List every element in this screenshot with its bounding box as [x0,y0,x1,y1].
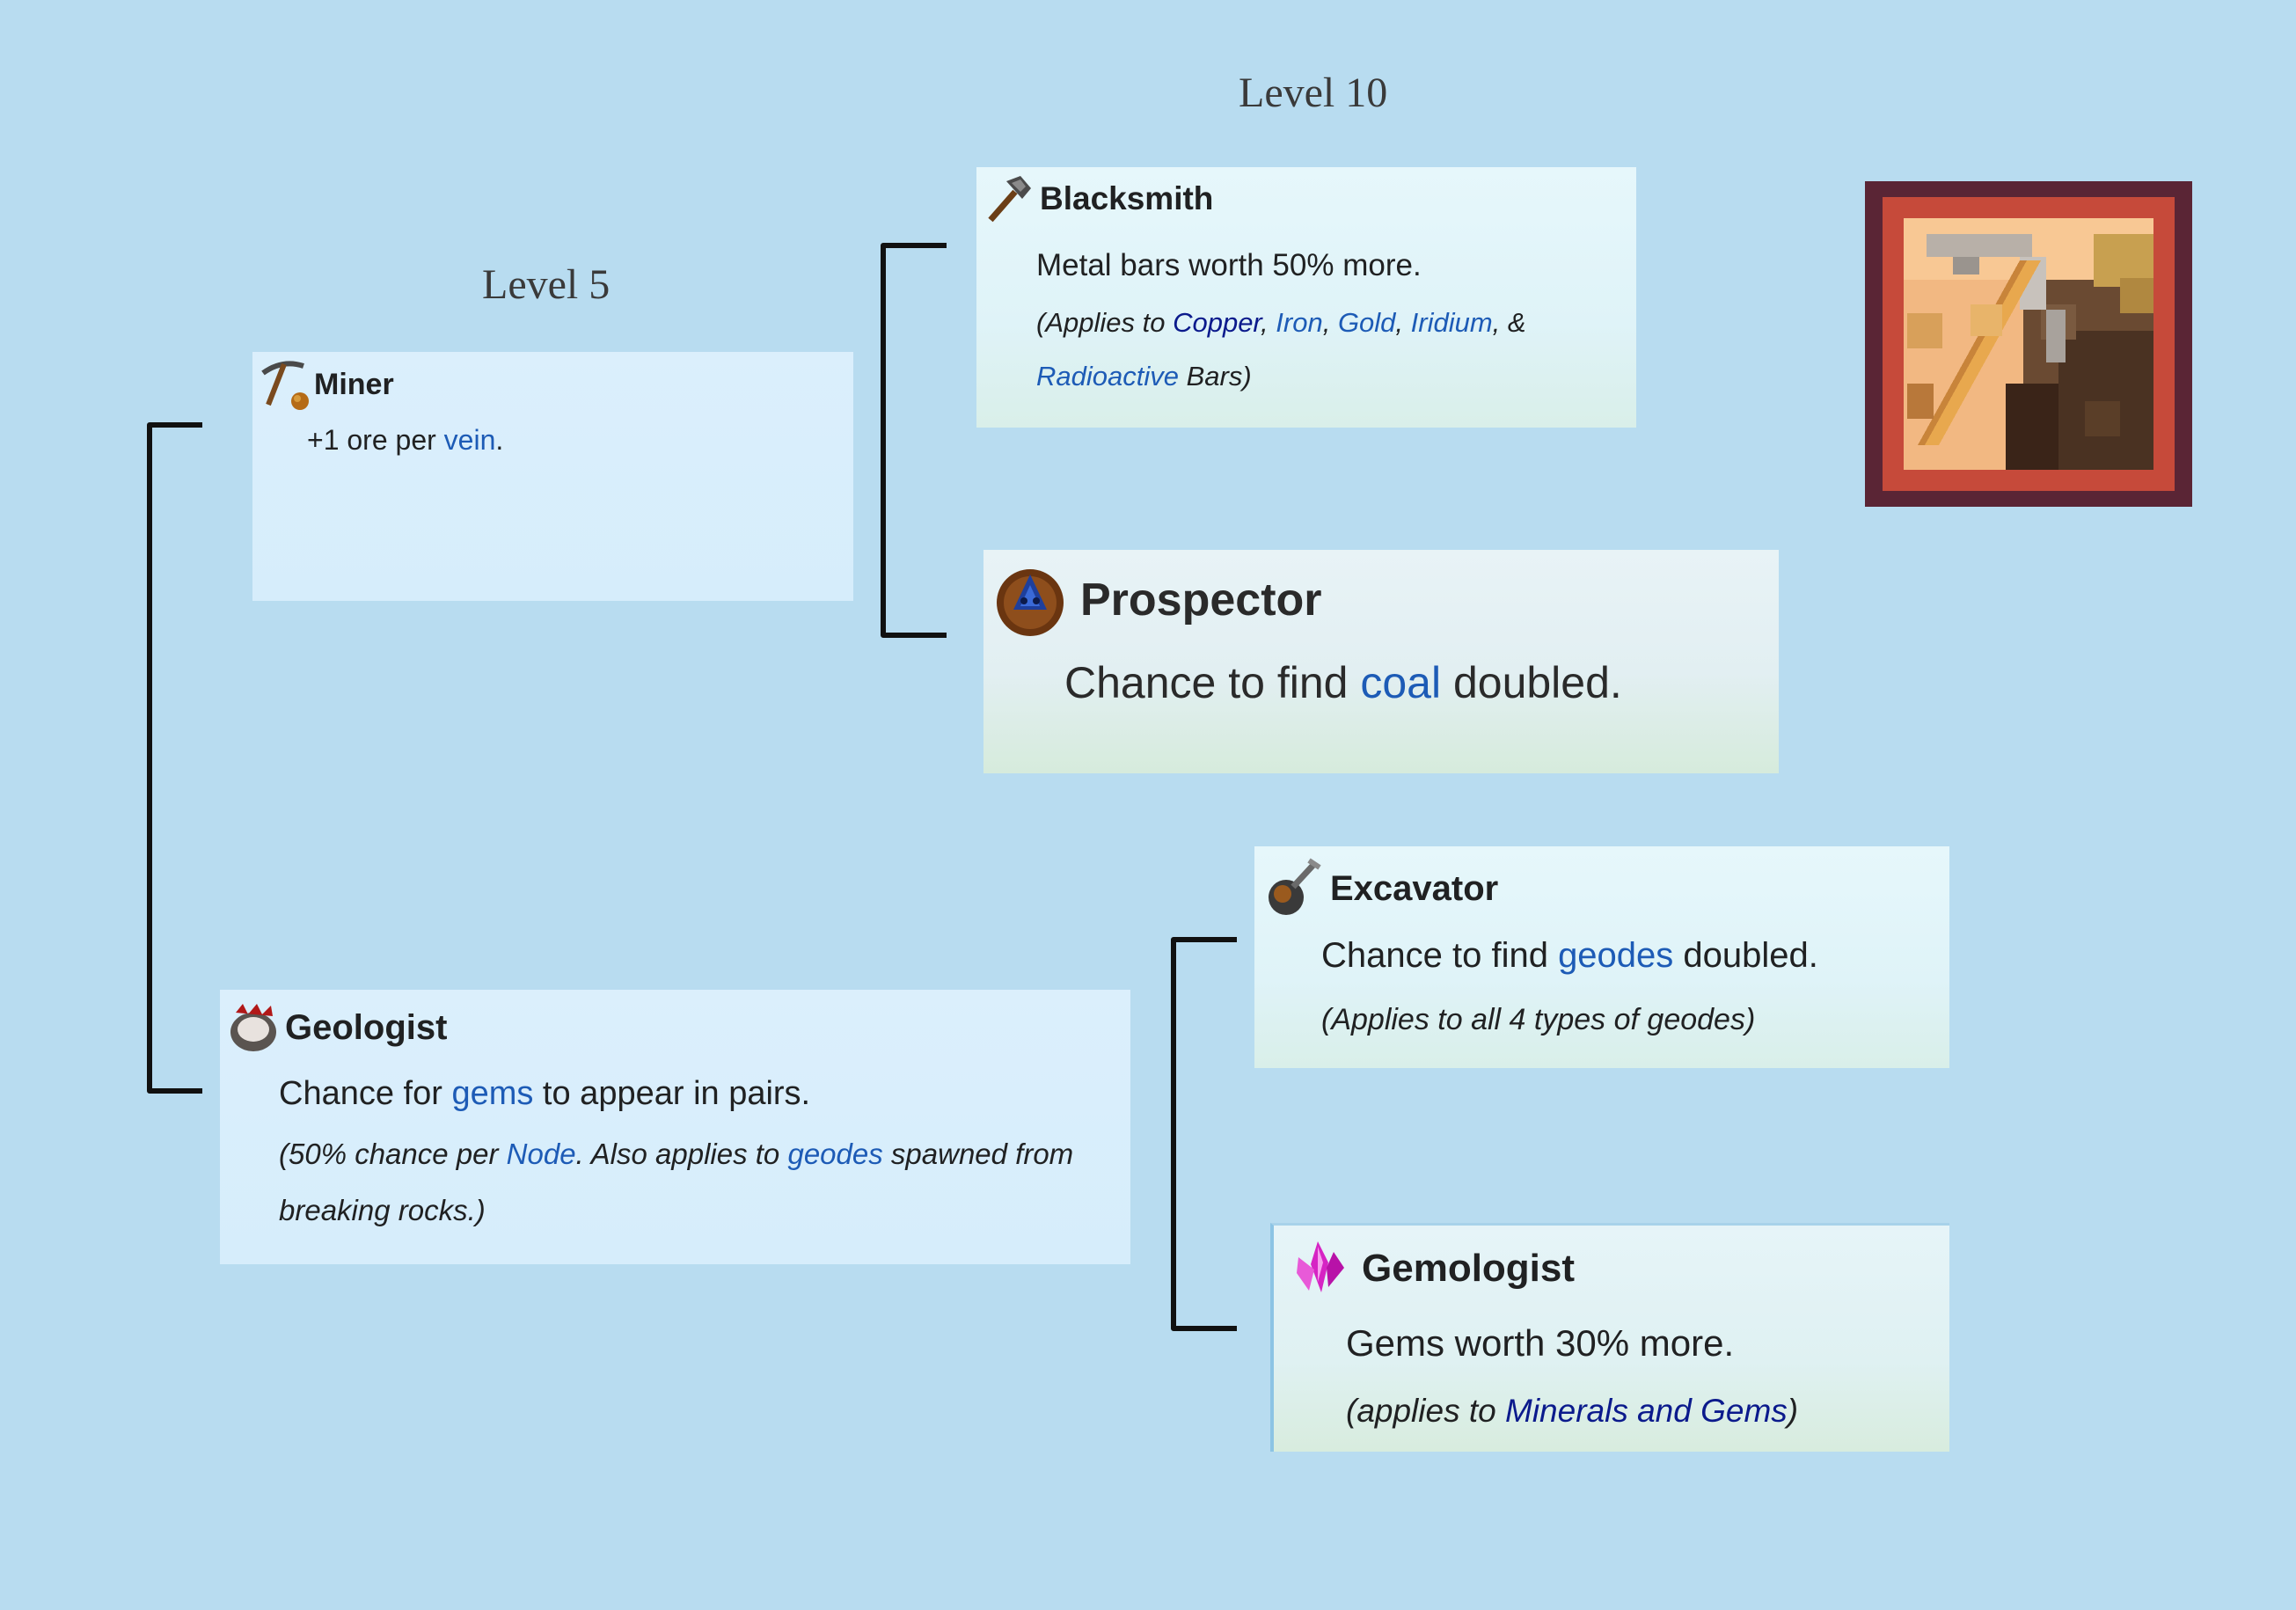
vein-link[interactable]: vein [444,424,496,456]
copper-link[interactable]: Copper [1173,307,1261,338]
node-link[interactable]: Node [507,1138,576,1170]
gemologist-title: Gemologist [1362,1247,1575,1291]
coal-link[interactable]: coal [1360,658,1441,707]
miner-card: Miner +1 ore per vein. [252,352,853,601]
gems-link[interactable]: gems [451,1075,533,1112]
blacksmith-note-text: (Applies to [1036,307,1173,338]
prospector-desc-text: Chance to find [1064,658,1360,707]
gemologist-card: Gemologist Gems worth 30% more. (applies… [1270,1223,1949,1452]
bracket-level5 [141,422,211,1100]
sep-3: , [1395,307,1410,338]
excavator-geodes-link[interactable]: geodes [1558,936,1673,975]
geode-icon [227,1000,280,1055]
sep-2: , [1323,307,1338,338]
sep-1: , [1261,307,1276,338]
geologist-desc-text: Chance for [279,1075,451,1112]
miner-description: +1 ore per vein. [307,424,503,457]
geologist-note-text: (50% chance per [279,1138,507,1170]
gold-link[interactable]: Gold [1338,307,1395,338]
prospector-description: Chance to find coal doubled. [1064,657,1622,708]
geologist-description: Chance for gems to appear in pairs. [279,1075,810,1113]
gemologist-note-text: (applies to [1346,1393,1505,1429]
blacksmith-card: Blacksmith Metal bars worth 50% more. (A… [976,167,1636,428]
geode-tool-icon [1263,857,1327,920]
geologist-title: Geologist [285,1008,447,1048]
mining-skill-icon [1865,181,2192,507]
miner-desc-end: . [495,424,503,456]
crystal-icon [1291,1238,1349,1299]
blacksmith-note-end: Bars) [1179,361,1252,392]
level-5-heading: Level 5 [482,260,610,309]
coal-node-icon [992,562,1068,638]
bracket-geologist-branch [1166,937,1246,1333]
radioactive-link[interactable]: Radioactive [1036,361,1179,392]
gemologist-description: Gems worth 30% more. [1346,1322,1734,1365]
blacksmith-note-line1: (Applies to Copper, Iron, Gold, Iridium,… [1036,307,1526,339]
blacksmith-title: Blacksmith [1040,180,1213,217]
miner-title: Miner [314,368,394,402]
blacksmith-note-line2: Radioactive Bars) [1036,361,1252,392]
blacksmith-description: Metal bars worth 50% more. [1036,248,1422,283]
sep-amp: , & [1493,307,1526,338]
bracket-miner-branch [876,243,955,643]
excavator-note: (Applies to all 4 types of geodes) [1321,1003,1755,1037]
excavator-description: Chance to find geodes doubled. [1321,936,1818,976]
gemologist-note: (applies to Minerals and Gems) [1346,1393,1798,1430]
geodes-link[interactable]: geodes [787,1138,882,1170]
excavator-title: Excavator [1330,869,1498,909]
gemologist-note-end: ) [1788,1393,1798,1429]
level-10-heading: Level 10 [1239,69,1387,117]
excavator-card: Excavator Chance to find geodes doubled.… [1254,846,1949,1068]
hammer-icon [982,172,1035,225]
geologist-note-mid: . Also applies to [576,1138,788,1170]
geologist-note-end: spawned from [883,1138,1073,1170]
prospector-title: Prospector [1080,574,1322,626]
iridium-link[interactable]: Iridium [1411,307,1493,338]
geologist-card: Geologist Chance for gems to appear in p… [220,990,1130,1264]
prospector-card: Prospector Chance to find coal doubled. [983,550,1779,773]
excavator-desc-end: doubled. [1673,936,1818,975]
excavator-desc-text: Chance to find [1321,936,1558,975]
pickaxe-icon [258,357,311,412]
prospector-desc-end: doubled. [1441,658,1622,707]
minerals-and-gems-link[interactable]: Minerals and Gems [1505,1393,1788,1429]
geologist-note-line2: breaking rocks.) [279,1194,486,1227]
geologist-note-line1: (50% chance per Node. Also applies to ge… [279,1138,1073,1171]
geologist-desc-end: to appear in pairs. [533,1075,810,1112]
iron-link[interactable]: Iron [1276,307,1322,338]
miner-desc-text: +1 ore per [307,424,444,456]
